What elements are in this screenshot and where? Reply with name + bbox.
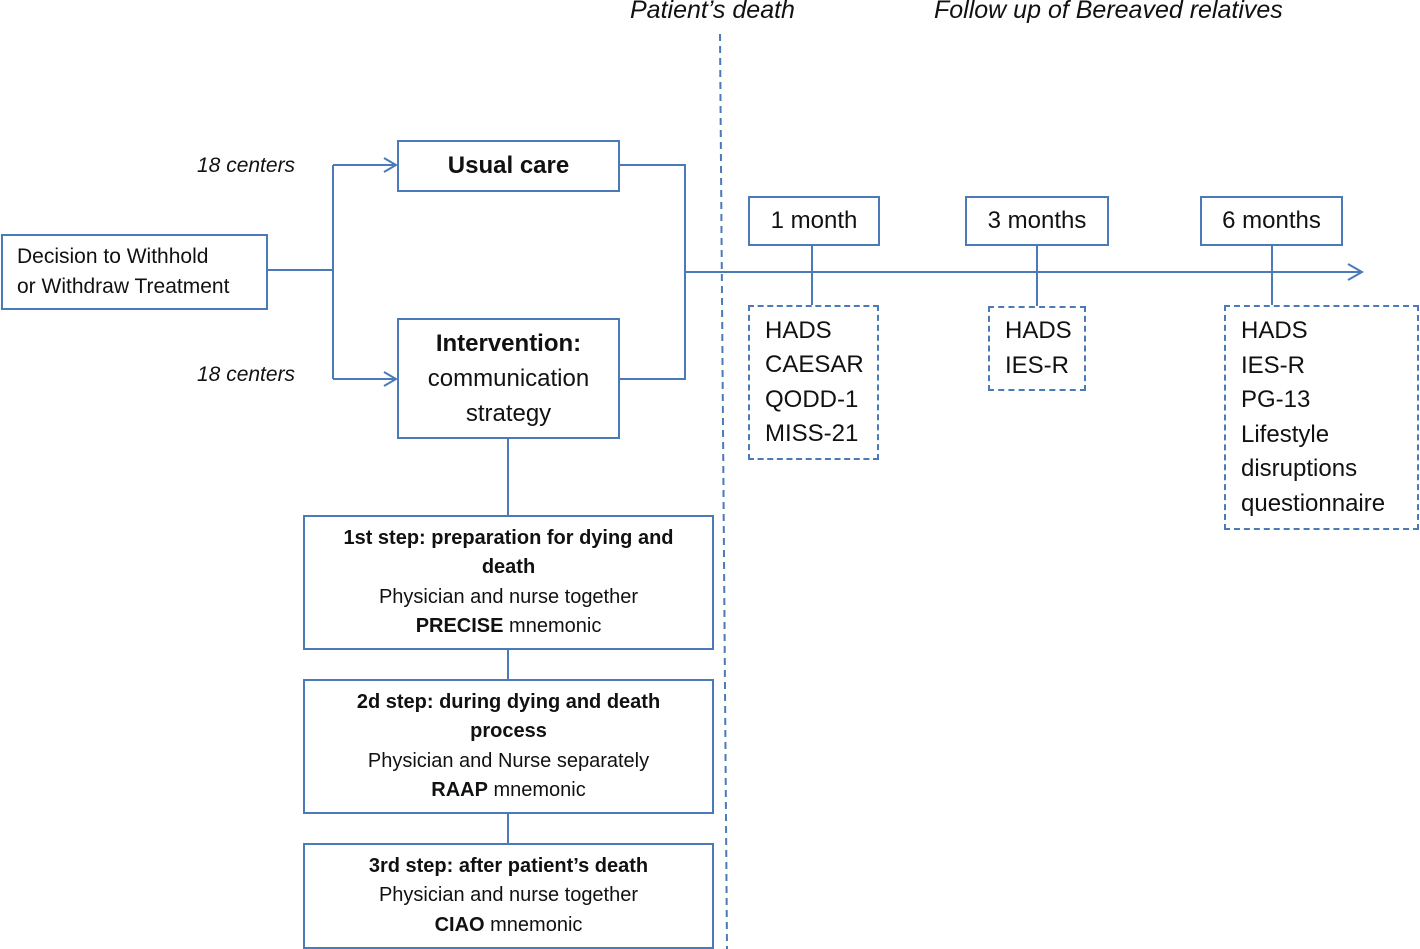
month-1-box: 1 month	[748, 196, 880, 246]
patients-death-label: Patient’s death	[630, 0, 795, 24]
month-1-measure: HADS	[765, 316, 832, 344]
step-1-title-line-2: death	[481, 556, 536, 578]
step-1-who: Physician and nurse together	[378, 585, 639, 608]
month-1-measures-box: HADS CAESAR QODD-1 MISS-21	[748, 305, 879, 460]
usual-care-box: Usual care	[397, 140, 620, 192]
usual-care-title: Usual care	[447, 152, 570, 179]
month-6-measure: disruptions	[1241, 455, 1358, 482]
intervention-title: Intervention:	[435, 330, 582, 357]
step-1-mnemonic-suffix: mnemonic	[503, 615, 602, 637]
month-3-measure: HADS	[1005, 317, 1072, 344]
step-2-mnemonic-suffix: mnemonic	[487, 779, 586, 801]
month-1-measure: MISS-21	[765, 420, 859, 447]
step-3-title: 3rd step: after patient’s death	[368, 854, 649, 877]
step-3-mnemonic-name: CIAO	[434, 913, 485, 936]
month-1-measure: QODD-1	[765, 385, 859, 413]
usual-care-to-timeline	[619, 164, 686, 272]
month-6-label: 6 months	[1222, 207, 1321, 234]
step-3-box: 3rd step: after patient’s death Physicia…	[303, 843, 714, 949]
intervention-box: Intervention: communication strategy	[397, 318, 620, 439]
step-3-mnemonic: CIAO mnemonic	[435, 911, 583, 941]
step-2-mnemonic: RAAP mnemonic	[431, 776, 585, 806]
month-6-measure: IES-R	[1241, 351, 1306, 379]
month-6-measure: HADS	[1241, 317, 1308, 344]
step-1-box: 1st step: preparation for dying and deat…	[303, 515, 714, 650]
month-3-measures-box: HADS IES-R	[988, 306, 1086, 391]
step-2-box: 2d step: during dying and death process …	[303, 679, 714, 814]
month-1-measure: CAESAR	[765, 351, 864, 378]
month-3-measure: IES-R	[1005, 351, 1070, 379]
month-6-box: 6 months	[1200, 196, 1343, 246]
month-1-label: 1 month	[770, 207, 858, 234]
patients-death-divider	[719, 33, 728, 949]
month-6-measure: questionnaire	[1241, 489, 1386, 517]
step-2-title-line-2: process	[470, 720, 547, 742]
month-3-box: 3 months	[965, 196, 1109, 246]
step-3-who: Physician and nurse together	[378, 884, 639, 907]
decision-line-1: Decision to Withhold	[17, 245, 209, 268]
intervention-arrowhead	[383, 371, 398, 387]
decision-line-2: or Withdraw Treatment	[17, 275, 230, 298]
month-3-label: 3 months	[987, 207, 1087, 234]
month-6-measures-box: HADS IES-R PG-13 Lifestyle disruptions q…	[1224, 305, 1419, 530]
step-2-who: Physician and Nurse separately	[367, 749, 650, 772]
intervention-to-timeline	[619, 272, 686, 380]
step-1-title-line-1: 1st step: preparation for dying and	[343, 526, 674, 549]
intervention-line-2: communication	[427, 365, 590, 392]
intervention-line-3: strategy	[465, 400, 552, 427]
decision-box: Decision to Withhold or Withdraw Treatme…	[1, 234, 268, 310]
step-2-title-line-1: 2d step: during dying and death	[356, 690, 661, 713]
intervention-centers-label: 18 centers	[197, 363, 296, 386]
step-2-mnemonic-name: RAAP	[431, 779, 488, 801]
step-3-mnemonic-suffix: mnemonic	[484, 913, 583, 936]
usual-care-centers-label: 18 centers	[197, 154, 296, 177]
month-6-measure: PG-13	[1241, 386, 1311, 413]
usual-care-arrowhead	[383, 157, 398, 173]
step-1-mnemonic-name: PRECISE	[415, 615, 504, 637]
follow-up-label: Follow up of Bereaved relatives	[934, 0, 1283, 24]
timeline-arrowhead	[1347, 263, 1365, 281]
step-1-mnemonic: PRECISE mnemonic	[416, 612, 602, 642]
month-6-measure: Lifestyle	[1241, 420, 1330, 448]
